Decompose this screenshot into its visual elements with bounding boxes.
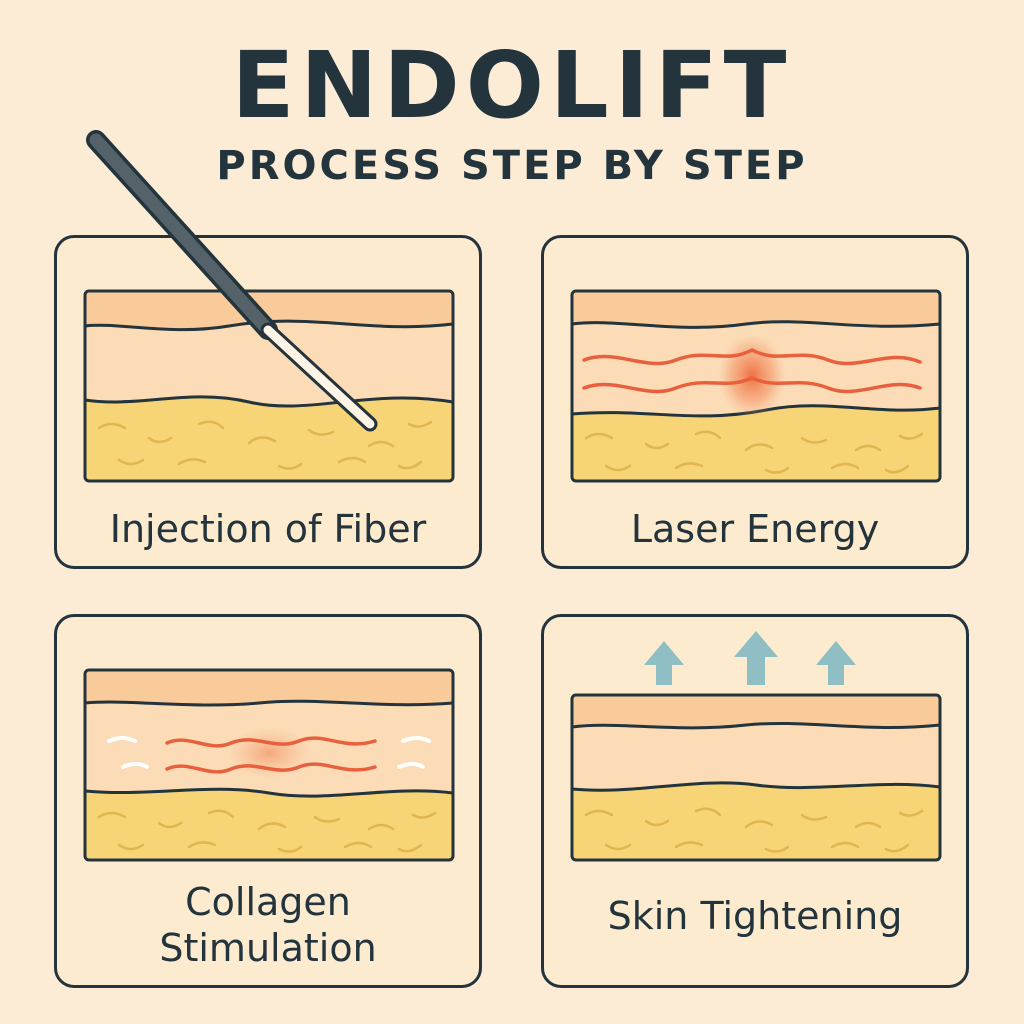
fat-texture — [584, 807, 924, 853]
fat-layer — [572, 405, 940, 481]
step-card-laser: Laser Energy — [541, 235, 969, 569]
epidermis-layer — [572, 695, 940, 728]
skin-layers-illustration — [83, 289, 455, 483]
lift-arrows — [644, 631, 856, 685]
collagen-fibers — [165, 736, 377, 774]
stimulation-marks — [107, 736, 431, 769]
skin-layers-illustration — [570, 289, 942, 483]
fat-texture — [584, 430, 924, 474]
epidermis-layer — [85, 670, 453, 705]
collagen-glow — [227, 727, 311, 779]
fat-texture — [97, 809, 437, 853]
step-card-injection: Injection of Fiber — [54, 235, 482, 569]
epidermis-layer — [572, 291, 940, 328]
step-label: Skin Tightening — [607, 894, 903, 938]
fat-texture — [97, 420, 433, 470]
skin-layers-illustration — [570, 631, 942, 862]
page-subtitle: PROCESS STEP BY STEP — [216, 143, 808, 189]
up-arrow-icon — [816, 641, 856, 685]
page-title: ENDOLIFT — [231, 32, 793, 139]
up-arrow-icon — [644, 641, 684, 685]
step-card-tightening: Skin Tightening — [541, 614, 969, 988]
step-label: Laser Energy — [630, 507, 880, 551]
up-arrow-icon — [734, 631, 778, 685]
skin-layers-illustration — [83, 668, 455, 862]
step-label: Injection of Fiber — [109, 507, 427, 551]
laser-waves — [582, 348, 922, 394]
laser-heat-glow — [718, 334, 786, 418]
